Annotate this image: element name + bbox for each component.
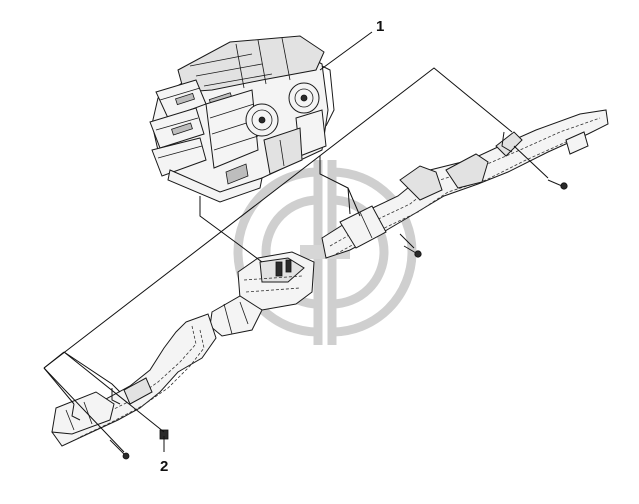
air-duct-center-plenum	[209, 251, 315, 337]
hvac-heater-unit	[149, 35, 335, 203]
callout-1-leader	[319, 31, 373, 71]
callout-1-label: 1	[376, 18, 384, 35]
air-duct-right	[321, 109, 609, 259]
callout-2-label: 2	[160, 458, 168, 475]
assembly-leader-lines	[43, 31, 549, 453]
air-duct-left	[51, 313, 217, 447]
bolt-fastener-icon	[109, 179, 568, 460]
